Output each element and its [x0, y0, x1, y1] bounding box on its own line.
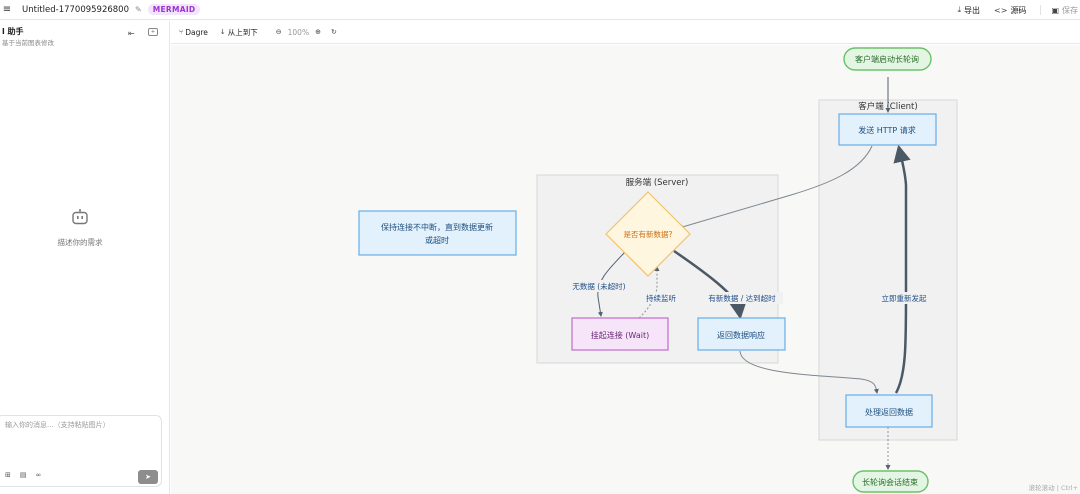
edge-label-bg — [877, 292, 931, 304]
link-icon[interactable]: ∞ — [35, 471, 42, 479]
code-icon: <> — [994, 5, 1008, 15]
layout-button[interactable]: ⑂ Dagre — [179, 28, 208, 37]
edge-label-restart: 立即重新发起 — [882, 293, 927, 303]
branch-icon: ⑂ — [179, 28, 184, 36]
source-label: 源码 — [1010, 5, 1027, 15]
input-tools: ⊞ ▤ ∞ — [5, 471, 41, 479]
hold-connection-label: 挂起连接 (Wait) — [591, 330, 649, 340]
document-title[interactable]: Untitled-1770095926800 — [22, 4, 129, 15]
save-icon: ▣ — [1051, 5, 1059, 15]
start-node-label: 客户端启动长轮询 — [855, 54, 919, 64]
topbar-actions: ⤓ 导出 <> 源码 ▣ 保存 — [957, 0, 1080, 20]
send-request-label: 发送 HTTP 请求 — [858, 125, 916, 135]
end-node-label: 长轮询会话结束 — [862, 477, 918, 487]
canvas-hint: 滚轮滚动 | Ctrl+ — [1028, 484, 1078, 492]
edge-label-new-data: 有新数据 / 达到超时 — [708, 293, 776, 303]
image-icon[interactable]: ⊞ — [5, 471, 11, 479]
empty-state-text: 描述你的需求 — [57, 238, 103, 247]
diagram-canvas[interactable]: 客户端 (Client) 服务端 (Server) 无数据 (未超时) 持续监听… — [171, 45, 1080, 494]
diagram-type-badge: MERMAID — [147, 4, 201, 15]
chat-input[interactable] — [5, 421, 155, 429]
flowchart: 客户端 (Client) 服务端 (Server) 无数据 (未超时) 持续监听… — [358, 47, 958, 493]
zoom-out-button[interactable]: ⊖ — [276, 28, 282, 36]
note-line-1: 保持连接不中断，直到数据更新 — [381, 222, 493, 232]
return-response-node[interactable] — [697, 317, 786, 351]
new-chat-icon[interactable]: + — [148, 28, 158, 36]
source-button[interactable]: <> 源码 — [994, 5, 1026, 16]
zoom-in-icon: ⊕ — [315, 28, 321, 36]
menu-icon[interactable]: ≡ — [2, 4, 12, 15]
edge-send-to-decision — [678, 145, 873, 230]
edge-no-data — [597, 250, 627, 317]
collapse-panel-icon[interactable]: ⇤ — [128, 29, 135, 38]
edge-label-bg — [701, 292, 783, 304]
panel-subtitle: 基于当前图表修改 — [2, 39, 54, 47]
client-group-box — [818, 99, 958, 441]
direction-button[interactable]: ↓ 从上到下 — [220, 27, 258, 38]
canvas-toolbar: ⑂ Dagre ↓ 从上到下 ⊖ 100% ⊕ ↻ — [171, 21, 1080, 44]
chat-input-box: ⊞ ▤ ∞ ➤ — [0, 415, 162, 487]
panel-title: l 助手 — [2, 27, 24, 36]
zoom-in-button[interactable]: ⊕ — [315, 28, 321, 36]
panel-header: l 助手 基于当前图表修改 ⇤ + — [0, 24, 170, 48]
decision-node[interactable] — [605, 191, 691, 277]
end-node[interactable] — [852, 470, 929, 493]
note-node[interactable] — [358, 210, 517, 256]
edge-label-keep-listen: 持续监听 — [646, 293, 676, 303]
robot-icon — [72, 209, 88, 225]
arrow-down-icon: ↓ — [219, 28, 226, 36]
process-data-label: 处理返回数据 — [865, 407, 913, 417]
edge-label-no-data: 无数据 (未超时) — [572, 281, 625, 291]
note-line-2: 或超时 — [425, 235, 449, 245]
send-request-node[interactable] — [838, 113, 937, 146]
return-response-label: 返回数据响应 — [717, 330, 765, 340]
file-icon[interactable]: ▤ — [19, 471, 27, 479]
top-bar: ≡ Untitled-1770095926800 ✎ MERMAID ⤓ 导出 … — [0, 0, 1080, 20]
edge-new-data — [673, 249, 747, 320]
direction-label: 从上到下 — [227, 27, 258, 37]
divider — [1040, 5, 1042, 15]
edge-label-bg — [642, 292, 680, 304]
edge-label-bg — [568, 280, 630, 292]
start-node[interactable] — [843, 47, 932, 71]
server-group-label: 服务端 (Server) — [626, 177, 689, 188]
edge-keep-listen — [638, 266, 660, 319]
reset-view-button[interactable]: ↻ — [331, 28, 337, 36]
send-icon: ➤ — [145, 473, 151, 481]
refresh-icon: ↻ — [330, 28, 337, 36]
pencil-icon[interactable]: ✎ — [135, 5, 142, 14]
export-label: 导出 — [964, 5, 981, 15]
export-button[interactable]: ⤓ 导出 — [957, 5, 980, 16]
decision-label: 是否有新数据? — [624, 229, 673, 239]
zoom-level: 100% — [287, 27, 310, 37]
process-data-node[interactable] — [845, 394, 933, 428]
save-label: 保存 — [1062, 5, 1078, 15]
hold-connection-node[interactable] — [571, 317, 669, 351]
layout-label: Dagre — [185, 27, 208, 37]
zoom-out-icon: ⊖ — [275, 28, 282, 36]
download-icon: ⤓ — [957, 5, 962, 14]
edge-response-to-process — [739, 350, 879, 394]
send-button[interactable]: ➤ — [138, 470, 158, 484]
save-button[interactable]: ▣ 保存 — [1051, 5, 1078, 16]
ai-assistant-panel: l 助手 基于当前图表修改 ⇤ + 描述你的需求 ⊞ ▤ ∞ ➤ — [0, 21, 170, 494]
